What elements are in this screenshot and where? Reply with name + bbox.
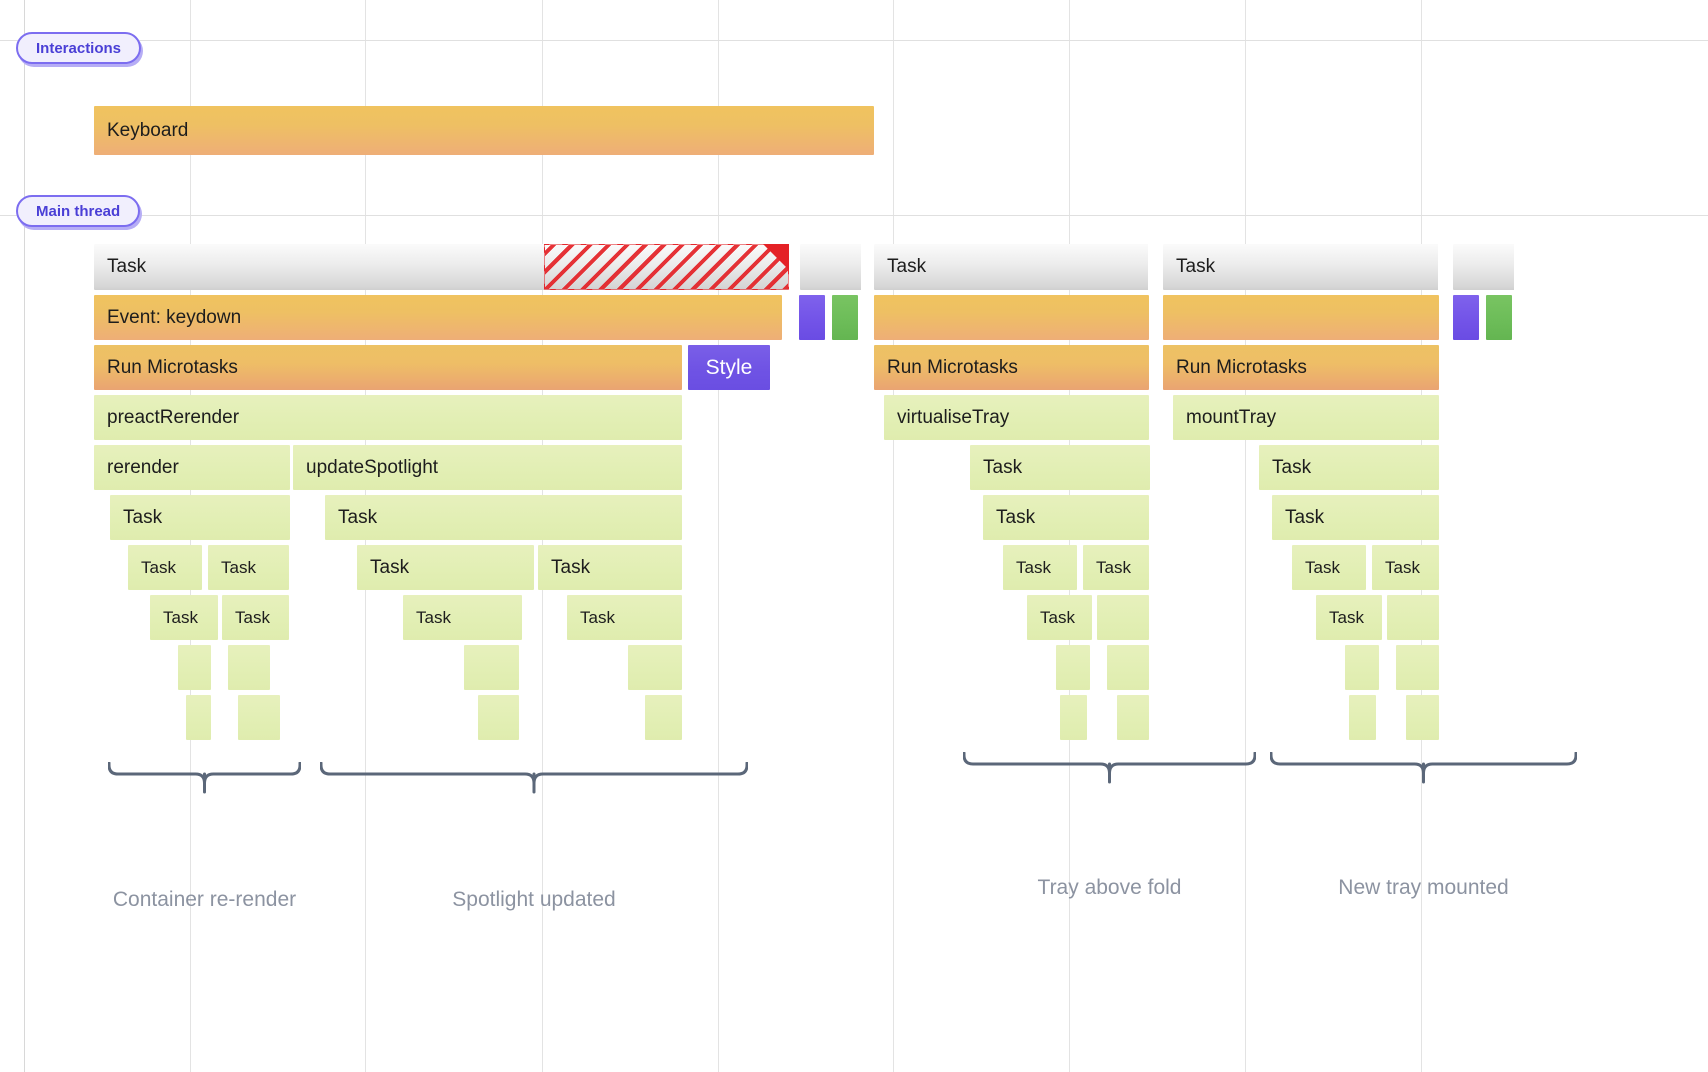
annotation-brace bbox=[320, 762, 748, 794]
flame-bar-unlabeled[interactable] bbox=[1060, 695, 1087, 740]
flame-bar-preactrerender[interactable]: preactRerender bbox=[94, 395, 682, 440]
flame-bar-unlabeled[interactable] bbox=[464, 645, 519, 690]
flame-bar-unlabeled[interactable] bbox=[1349, 695, 1376, 740]
flame-bar-keyboard[interactable]: Keyboard bbox=[94, 106, 874, 155]
flame-bar-task[interactable]: Task bbox=[325, 495, 682, 540]
flame-bar-task[interactable]: Task bbox=[1292, 545, 1366, 590]
flame-bar-rerender[interactable]: rerender bbox=[94, 445, 290, 490]
flame-bar-virtualisetray[interactable]: virtualiseTray bbox=[884, 395, 1149, 440]
annotation-brace bbox=[1270, 752, 1577, 784]
annotation-brace bbox=[108, 762, 301, 794]
flame-bar-task[interactable]: Task bbox=[538, 545, 682, 590]
long-task-corner-marker-icon bbox=[763, 244, 789, 270]
flame-bar-style[interactable]: Style bbox=[688, 345, 770, 390]
flame-bar-unlabeled[interactable] bbox=[799, 295, 825, 340]
flame-bar-unlabeled[interactable] bbox=[228, 645, 270, 690]
flame-bar-unlabeled[interactable] bbox=[1163, 295, 1439, 340]
flame-bar-task[interactable]: Task bbox=[222, 595, 289, 640]
track-separator bbox=[0, 40, 1708, 41]
gridline-vertical bbox=[24, 0, 25, 1072]
flame-bar-run-microtasks[interactable]: Run Microtasks bbox=[1163, 345, 1439, 390]
flame-bar-task[interactable]: Task bbox=[983, 495, 1149, 540]
flame-bar-task[interactable]: Task bbox=[150, 595, 218, 640]
flame-bar-task[interactable]: Task bbox=[1316, 595, 1382, 640]
flame-bar-task[interactable]: Task bbox=[357, 545, 534, 590]
flame-bar-task[interactable]: Task bbox=[1163, 244, 1439, 290]
flame-bar-unlabeled[interactable] bbox=[874, 295, 1149, 340]
flame-bar-unlabeled[interactable] bbox=[1117, 695, 1149, 740]
flame-bar-unlabeled[interactable] bbox=[1107, 645, 1149, 690]
annotation-caption: Container re-render bbox=[112, 888, 297, 911]
flame-bar-task[interactable]: Task bbox=[1272, 495, 1439, 540]
gridline-vertical bbox=[1245, 0, 1246, 1072]
track-label-interactions[interactable]: Interactions bbox=[16, 32, 142, 64]
flame-bar-unlabeled[interactable] bbox=[628, 645, 682, 690]
flame-bar-task[interactable]: Task bbox=[874, 244, 1149, 290]
flame-bar-task[interactable]: Task bbox=[1372, 545, 1439, 590]
flame-bar-unlabeled[interactable] bbox=[1097, 595, 1149, 640]
flame-bar-unlabeled[interactable] bbox=[186, 695, 211, 740]
flame-bar-task[interactable]: Task bbox=[1027, 595, 1092, 640]
flame-bar-task[interactable]: Task bbox=[1259, 445, 1439, 490]
flame-bar-unlabeled[interactable] bbox=[1486, 295, 1512, 340]
flame-bar-unlabeled[interactable] bbox=[1387, 595, 1439, 640]
track-separator bbox=[0, 215, 1708, 216]
flame-bar-unlabeled[interactable] bbox=[1345, 645, 1379, 690]
flame-bar-unlabeled[interactable] bbox=[1453, 244, 1515, 290]
flame-bar-task[interactable]: Task bbox=[110, 495, 290, 540]
flame-bar-task[interactable]: Task bbox=[567, 595, 682, 640]
long-task-hatch[interactable] bbox=[544, 244, 789, 290]
flame-bar-unlabeled[interactable] bbox=[478, 695, 519, 740]
flame-bar-unlabeled[interactable] bbox=[1453, 295, 1479, 340]
annotation-caption: Tray above fold bbox=[1037, 876, 1182, 899]
flame-bar-unlabeled[interactable] bbox=[832, 295, 858, 340]
flame-bar-updatespotlight[interactable]: updateSpotlight bbox=[293, 445, 682, 490]
track-label-main-thread[interactable]: Main thread bbox=[16, 195, 141, 227]
flame-bar-unlabeled[interactable] bbox=[800, 244, 862, 290]
flame-bar-task[interactable]: Task bbox=[1083, 545, 1149, 590]
flame-bar-unlabeled[interactable] bbox=[645, 695, 682, 740]
gridline-vertical bbox=[893, 0, 894, 1072]
flame-bar-task[interactable]: Task bbox=[1003, 545, 1077, 590]
flame-bar-unlabeled[interactable] bbox=[1406, 695, 1439, 740]
flame-bar-run-microtasks[interactable]: Run Microtasks bbox=[874, 345, 1149, 390]
flame-bar-unlabeled[interactable] bbox=[1396, 645, 1439, 690]
annotation-brace bbox=[963, 752, 1256, 784]
flame-bar-task[interactable]: Task bbox=[403, 595, 522, 640]
flame-bar-task[interactable]: Task bbox=[208, 545, 289, 590]
annotation-caption: Spotlight updated bbox=[452, 888, 616, 911]
flame-bar-event-keydown[interactable]: Event: keydown bbox=[94, 295, 782, 340]
flame-bar-run-microtasks[interactable]: Run Microtasks bbox=[94, 345, 682, 390]
flame-bar-unlabeled[interactable] bbox=[178, 645, 211, 690]
flame-bar-unlabeled[interactable] bbox=[1056, 645, 1090, 690]
flame-bar-task[interactable]: Task bbox=[970, 445, 1150, 490]
flame-bar-task[interactable]: Task bbox=[128, 545, 202, 590]
flame-bar-mounttray[interactable]: mountTray bbox=[1173, 395, 1439, 440]
annotation-caption: New tray mounted bbox=[1338, 876, 1509, 899]
flame-bar-unlabeled[interactable] bbox=[238, 695, 280, 740]
